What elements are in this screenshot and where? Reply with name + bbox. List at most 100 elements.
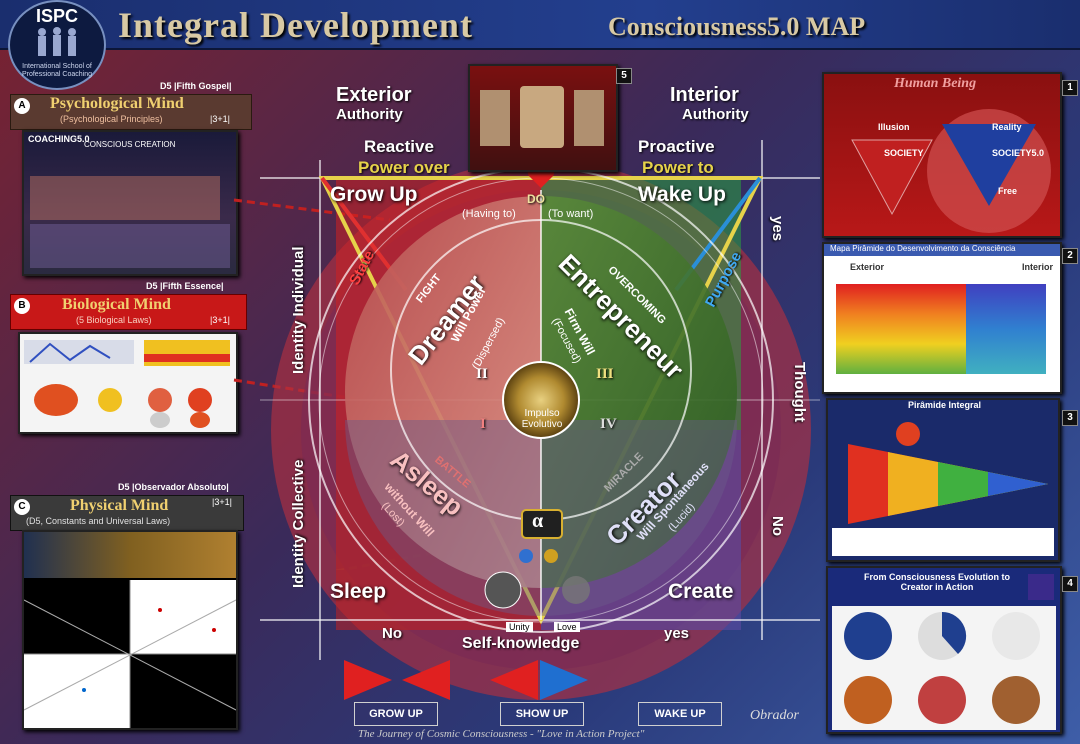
panel-c-lines-icon — [24, 580, 236, 728]
logo-figures-icon — [38, 27, 76, 56]
right-panel-4-colour-squares — [1028, 574, 1054, 600]
top-thumbnail-shroud[interactable] — [468, 64, 618, 172]
right-panel-1-label-society5: SOCIETY5.0 — [992, 148, 1045, 158]
right-panel-1-label-free: Free — [998, 186, 1018, 196]
label-love: Love — [554, 622, 580, 632]
right-panel-2-blue-band — [966, 284, 1046, 374]
page-subtitle: Consciousness5.0 MAP — [608, 12, 866, 41]
right-panel-1-label-reality: Reality — [992, 122, 1022, 132]
panel-c-code: |3+1| — [212, 497, 232, 507]
panel-b-header — [10, 294, 247, 330]
shroud-side-right — [574, 90, 604, 146]
logo-text: ISPC — [35, 6, 78, 26]
panel-b-diagram-icon — [24, 340, 230, 428]
label-to-want: (To want) — [548, 208, 594, 220]
top-thumb-number: 5 — [616, 68, 632, 84]
roman-i: I — [480, 416, 486, 432]
quadrant-create: Create — [668, 580, 734, 603]
label-identity-individual: Identity Individual — [290, 246, 307, 374]
quadrant-sleep: Sleep — [330, 580, 387, 603]
label-exterior-authority: Authority — [336, 106, 403, 123]
label-unity: Unity — [506, 622, 533, 632]
alpha-symbol: α — [532, 510, 544, 532]
panel-c-chart-q3 — [24, 654, 130, 728]
logo-caption: International School of Professional Coa… — [21, 63, 93, 78]
label-no-right: No — [769, 516, 786, 536]
label-proactive: Proactive — [638, 137, 715, 156]
label-no-bottom: No — [382, 625, 402, 642]
grow-up-button[interactable]: GROW UP — [354, 702, 438, 726]
roman-iii: III — [596, 366, 614, 382]
panel-a-source: D5 |Fifth Gospel| — [160, 81, 232, 91]
panel-b-thumbnail[interactable] — [18, 332, 238, 434]
label-self-knowledge: Self-knowledge — [462, 635, 580, 652]
footer-signature: Obrador — [750, 708, 800, 723]
panel-b-source: D5 |Fifth Essence| — [146, 281, 224, 291]
panel-a-letter: A — [14, 98, 30, 114]
label-power-over: Power over — [358, 158, 450, 177]
right-panel-2-bar — [824, 244, 1060, 256]
label-exterior: Exterior — [336, 84, 412, 106]
panel-a-thumb-sub: CONSCIOUS CREATION — [84, 140, 176, 149]
panel-b-letter: B — [14, 298, 30, 314]
right-panel-2-title: Mapa Pirâmide do Desenvolvimento da Cons… — [830, 244, 1016, 253]
label-reactive: Reactive — [364, 137, 434, 156]
panel-a-thumb-band — [30, 176, 220, 220]
page-title: Integral Development — [118, 5, 473, 45]
label-having-to: (Having to) — [462, 208, 516, 220]
bowtie-arrows — [344, 660, 588, 700]
shroud-side-left — [480, 90, 510, 146]
panel-c-thumbnail[interactable] — [22, 530, 238, 730]
show-up-button[interactable]: SHOW UP — [500, 702, 584, 726]
right-panel-4[interactable]: From Consciousness Evolution to Creator … — [826, 566, 1062, 734]
footer-caption: The Journey of Cosmic Consciousness - "L… — [358, 728, 645, 740]
panel-b-title: Biological Mind — [62, 296, 171, 313]
panel-c-chart-q1 — [130, 580, 236, 654]
panel-c-letter: C — [14, 499, 30, 515]
right-panel-1-diagram-icon — [851, 109, 1051, 233]
panel-b-code: |3+1| — [210, 315, 230, 325]
right-panel-2[interactable]: Mapa Pirâmide do Desenvolvimento da Cons… — [822, 242, 1062, 394]
label-interior: Interior — [670, 84, 739, 106]
label-yes-bottom: yes — [664, 625, 690, 642]
right-panel-2-number: 2 — [1062, 248, 1078, 264]
right-panel-1[interactable]: Human Being Illusion Reality SOCIETY SOC… — [822, 72, 1062, 238]
right-panel-2-colour-band — [836, 284, 966, 374]
panel-a-code: |3+1| — [210, 114, 230, 124]
panel-a-thumbnail[interactable]: COACHING5.0 CONSCIOUS CREATION — [22, 130, 238, 276]
right-panel-1-label-illusion: Illusion — [878, 122, 910, 132]
panel-c-subtitle: (D5, Constants and Universal Laws) — [26, 516, 171, 526]
ispc-logo[interactable]: ISPC International School of Professiona… — [8, 0, 106, 90]
quadrant-wake-up: Wake Up — [638, 183, 726, 206]
right-panel-4-title: From Consciousness Evolution to Creator … — [863, 572, 1010, 592]
label-do: DO — [527, 192, 545, 206]
roman-iv: IV — [600, 416, 617, 432]
label-impulso: Impulso Evolutivo — [521, 408, 563, 430]
label-power-to: Power to — [642, 158, 714, 177]
right-panel-2-interior: Interior — [1022, 262, 1054, 272]
label-interior-authority: Authority — [682, 106, 749, 123]
right-panel-2-exterior: Exterior — [850, 262, 885, 272]
label-thought: Thought — [791, 362, 808, 422]
wake-up-button[interactable]: WAKE UP — [638, 702, 722, 726]
panel-a-title: Psychological Mind — [50, 95, 184, 112]
panel-b-subtitle: (5 Biological Laws) — [76, 315, 152, 325]
right-panel-3-pyramid-icon — [832, 422, 1054, 556]
panel-a-thumb-title: COACHING5.0 — [28, 134, 90, 144]
right-panel-1-title: Human Being — [894, 76, 977, 91]
roman-ii: II — [476, 366, 488, 382]
right-panel-1-number: 1 — [1062, 80, 1078, 96]
right-panel-3-number: 3 — [1062, 410, 1078, 426]
label-identity-collective: Identity Collective — [290, 459, 307, 588]
header-bar — [0, 0, 1080, 50]
label-yes-right: yes — [769, 216, 786, 242]
right-panel-3[interactable]: Pirâmide Integral — [826, 398, 1060, 562]
central-map — [260, 140, 820, 700]
panel-c-header — [10, 495, 244, 531]
right-panel-4-number: 4 — [1062, 576, 1078, 592]
panel-a-subtitle: (Psychological Principles) — [60, 114, 163, 124]
panel-a-header — [10, 94, 252, 130]
quadrant-grow-up: Grow Up — [330, 183, 418, 206]
shroud-image — [520, 86, 564, 148]
right-panel-1-label-society: SOCIETY — [884, 148, 924, 158]
